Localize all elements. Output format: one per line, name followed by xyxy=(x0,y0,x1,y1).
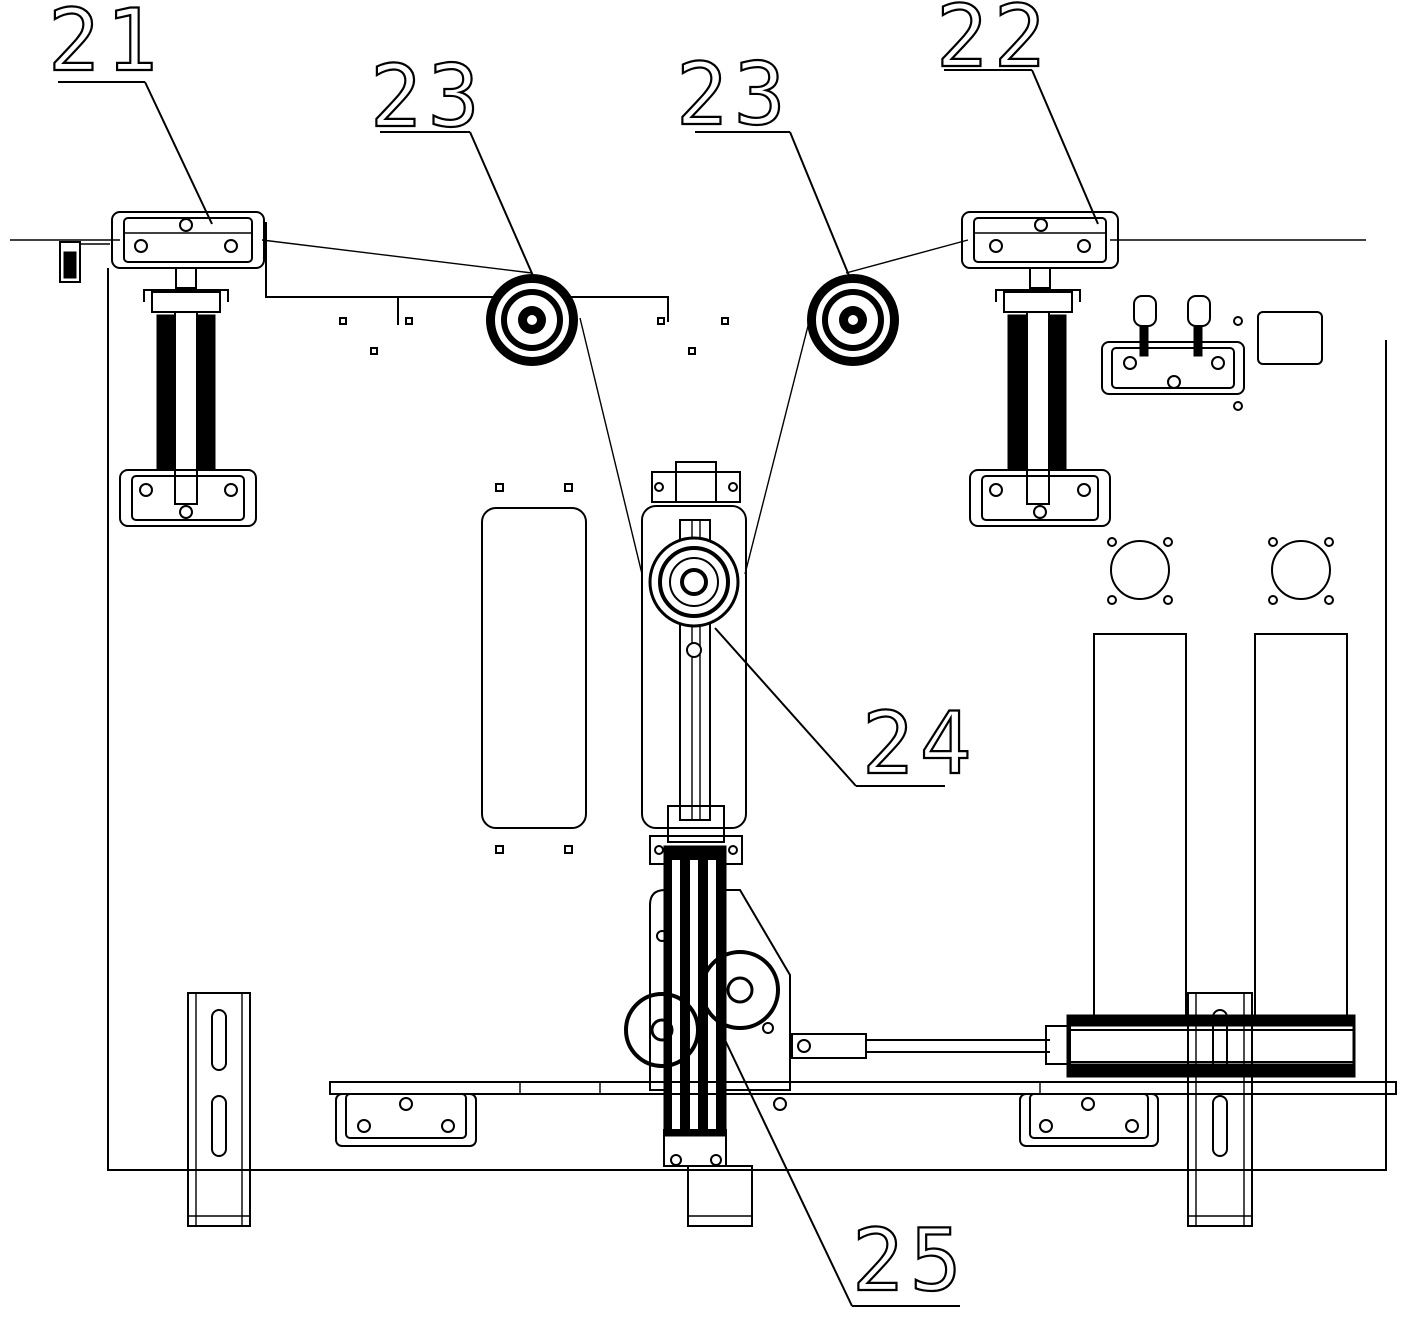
callout-24: 24 xyxy=(714,627,978,795)
callout-25: 25 xyxy=(724,1039,968,1312)
window-cutout xyxy=(481,483,587,854)
support-legs xyxy=(187,992,1253,1227)
callout-22: 22 xyxy=(935,0,1099,225)
frame-plate xyxy=(107,222,1387,1171)
label-21: 21 xyxy=(48,0,164,91)
right-tension-unit xyxy=(961,211,1119,527)
callout-23-right: 23 xyxy=(675,44,851,279)
label-25: 25 xyxy=(852,1211,968,1311)
base-rail xyxy=(329,1081,1397,1147)
cylinder-assembly xyxy=(624,845,791,1167)
left-tension-unit xyxy=(111,211,265,527)
dancer-assembly xyxy=(641,461,747,865)
label-24: 24 xyxy=(862,694,978,794)
label-23-right: 23 xyxy=(676,45,792,145)
right-columns xyxy=(1093,537,1348,1019)
callout-21: 21 xyxy=(47,0,213,225)
guide-roller-left xyxy=(486,274,578,366)
label-22: 22 xyxy=(936,0,1052,87)
horizontal-cylinder xyxy=(791,1014,1356,1078)
callout-23-left: 23 xyxy=(369,46,535,279)
guide-roller-right xyxy=(807,274,899,366)
wire-path xyxy=(10,239,1366,575)
sensor-bracket xyxy=(1101,295,1245,395)
